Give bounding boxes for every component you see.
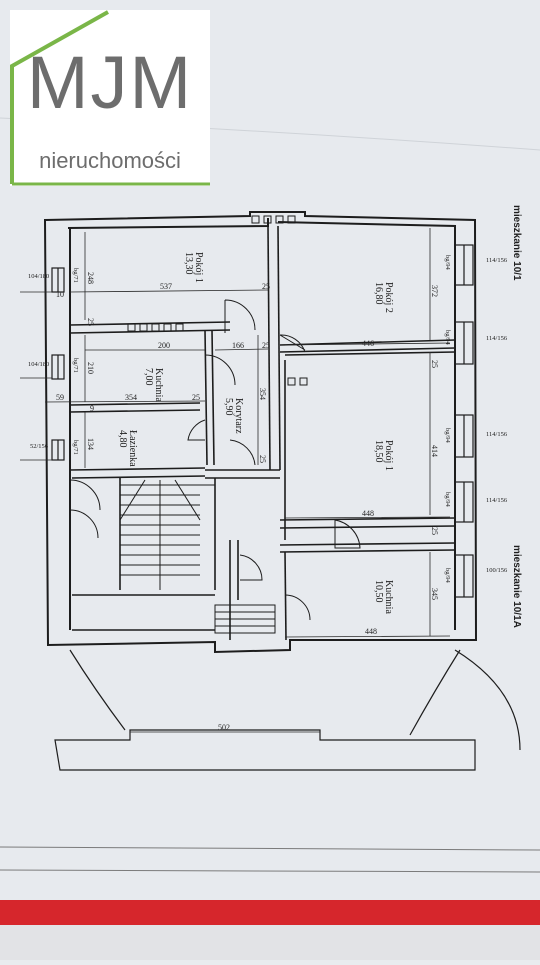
staircase (119, 479, 276, 634)
dim-448-a: 448 (362, 509, 374, 518)
room-area: 7,00 (143, 368, 154, 386)
room-name: Łazienka (127, 430, 138, 467)
room-label-pokoj-1-b: Pokój 1 18,50 (373, 440, 394, 471)
room-label-pokoj-2: Pokój 2 16,80 (373, 282, 394, 313)
windows-left (51, 267, 65, 461)
room-name: Kuchnia (383, 580, 394, 614)
room-area: 10,50 (373, 580, 384, 603)
dim-134: 134 (86, 438, 95, 450)
dim-502: 502 (218, 723, 230, 732)
dim-537: 537 (160, 282, 172, 291)
dim-25-d: 25 (430, 360, 439, 368)
room-label-korytarz: Korytarz 5,90 (223, 398, 244, 434)
room-label-pokoj-1-a: Pokój 1 13,30 (183, 252, 204, 283)
room-area: 5,90 (223, 398, 234, 416)
dim-25-e: 25 (430, 527, 439, 535)
dim-166: 166 (232, 341, 244, 350)
window-right-2: 114/156 (486, 335, 508, 342)
window-right-5: 100/156 (486, 567, 508, 574)
room-label-kuchnia-a: Kuchnia 7,00 (143, 368, 164, 402)
window-code-left-1: bg/71 (72, 268, 79, 283)
room-name: Pokój 2 (383, 282, 394, 313)
dim-25-c: 25 (86, 318, 95, 326)
dimension-numbers: 537 248 25 200 166 25 446 354 25 210 59 … (56, 272, 439, 732)
room-label-kuchnia-b: Kuchnia 10,50 (373, 580, 394, 614)
room-label-lazienka: Łazienka 4,80 (117, 430, 138, 467)
window-code-left-3: bg/71 (72, 440, 79, 455)
dim-25-g: 25 (192, 393, 200, 402)
door-swings (69, 299, 361, 621)
window-code-right-5: bg/94 (444, 568, 451, 584)
dim-345: 345 (430, 588, 439, 600)
dimension-lines (20, 228, 451, 733)
window-code-right-1: bg/94 (444, 255, 451, 271)
dim-372: 372 (430, 285, 439, 297)
window-code-right-2: bg/94 (444, 330, 451, 346)
dim-210: 210 (86, 362, 95, 374)
dim-25-f: 25 (258, 455, 267, 463)
room-labels: Pokój 1 13,30 Pokój 2 16,80 Kuchnia 7,00… (117, 252, 394, 614)
window-left-3: 52/156 (30, 443, 49, 450)
logo-mark: MJM (26, 41, 194, 124)
dim-200: 200 (158, 341, 170, 350)
window-right-4: 114/156 (486, 497, 508, 504)
dim-414: 414 (430, 445, 439, 457)
dim-446: 446 (362, 339, 374, 348)
dim-248: 248 (86, 272, 95, 284)
ventilation-ducts (127, 215, 308, 386)
logo-accent-line (10, 10, 210, 186)
dim-59: 59 (56, 393, 64, 402)
interior-walls (69, 225, 456, 641)
dim-25-a: 25 (262, 282, 270, 291)
mjm-logo: MJM nieruchomości (10, 10, 210, 186)
logo-subtitle: nieruchomości (39, 148, 181, 173)
window-right-1: 114/156 (486, 257, 508, 264)
apartment-label-10-1: mieszkanie 10/1 (511, 205, 522, 281)
room-area: 16,80 (373, 282, 384, 305)
dim-25-b: 25 (262, 341, 270, 350)
window-annotations: 104/180 104/180 52/156 114/156 114/156 1… (28, 255, 508, 584)
room-area: 13,30 (183, 252, 194, 275)
window-right-3: 114/156 (486, 431, 508, 438)
windows-right (454, 244, 474, 598)
window-code-right-4: bg/94 (444, 492, 451, 508)
room-name: Pokój 1 (193, 252, 204, 283)
window-code-right-3: bg/94 (444, 428, 451, 444)
room-name: Kuchnia (153, 368, 164, 402)
dim-448-b: 448 (365, 627, 377, 636)
window-left-1: 104/180 (28, 273, 49, 280)
front-terrace (54, 649, 521, 771)
dim-354-h: 354 (125, 393, 137, 402)
window-code-left-2: bg/71 (72, 358, 79, 373)
room-area: 18,50 (373, 440, 384, 463)
room-name: Korytarz (233, 398, 244, 434)
dim-354-v: 354 (258, 388, 267, 400)
window-left-2: 104/180 (28, 361, 49, 368)
room-area: 4,80 (117, 430, 128, 448)
red-binding-strip (0, 900, 540, 925)
dim-10: 10 (56, 290, 64, 299)
dim-9: 9 (90, 404, 94, 413)
apartment-label-10-1a: mieszkanie 10/1A (511, 545, 522, 628)
room-name: Pokój 1 (383, 440, 394, 471)
